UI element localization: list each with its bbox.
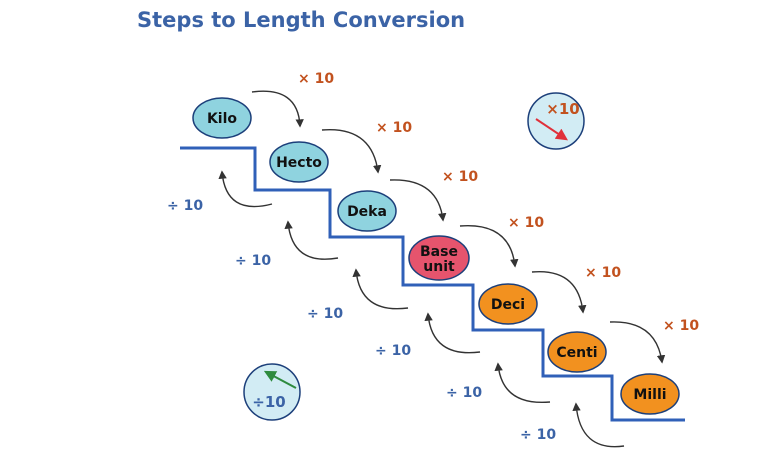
unit-base-label-line1: Base	[420, 244, 458, 260]
divide-label-1: ÷ 10	[167, 198, 203, 214]
divide-arrow-2	[284, 220, 339, 260]
divide-legend-text: ÷10	[252, 393, 285, 411]
multiply-legend-arrow-icon	[535, 118, 568, 141]
multiply-arrow-6	[609, 321, 666, 364]
multiply-arrow-1	[251, 90, 304, 128]
multiply-label-3: × 10	[442, 169, 478, 185]
unit-kilo-label: Kilo	[207, 111, 237, 127]
divide-label-4: ÷ 10	[375, 343, 411, 359]
unit-deka-label: Deka	[347, 204, 387, 220]
unit-base-label-line2: unit	[423, 259, 455, 275]
multiply-label-6: × 10	[663, 318, 699, 334]
unit-hecto-label: Hecto	[276, 155, 322, 171]
divide-legend-arrow-icon	[263, 370, 297, 389]
divide-legend-badge: ÷10	[243, 363, 301, 421]
divide-label-5: ÷ 10	[446, 385, 482, 401]
unit-deci-label: Deci	[491, 297, 525, 313]
unit-milli-ellipse	[620, 373, 680, 415]
multiply-arrow-5	[531, 270, 587, 314]
divide-arrow-6	[572, 402, 625, 448]
multiply-label-2: × 10	[376, 120, 412, 136]
multiply-label-5: × 10	[585, 265, 621, 281]
staircase-line	[180, 146, 685, 422]
unit-centi-ellipse	[547, 331, 607, 373]
unit-hecto-ellipse	[269, 141, 329, 183]
divide-label-2: ÷ 10	[235, 253, 271, 269]
divide-label-3: ÷ 10	[307, 306, 343, 322]
multiply-arrow-2	[321, 129, 382, 174]
multiply-label-1: × 10	[298, 71, 334, 87]
unit-base-ellipse	[408, 235, 470, 281]
divide-arrow-3	[352, 268, 409, 310]
multiply-legend-badge: ×10	[527, 92, 585, 150]
divide-label-6: ÷ 10	[520, 427, 556, 443]
page-title: Steps to Length Conversion	[137, 8, 465, 32]
unit-kilo-ellipse	[192, 97, 252, 139]
unit-deka-ellipse	[337, 190, 397, 232]
multiply-legend-text: ×10	[546, 100, 579, 118]
unit-milli-label: Milli	[633, 387, 666, 403]
multiply-arrow-4	[459, 224, 519, 268]
multiply-arrow-3	[389, 179, 447, 222]
divide-arrow-1	[218, 170, 273, 208]
divide-arrow-5	[494, 362, 551, 404]
unit-deci-ellipse	[478, 283, 538, 325]
unit-centi-label: Centi	[556, 345, 597, 361]
multiply-label-4: × 10	[508, 215, 544, 231]
divide-arrow-4	[424, 312, 481, 354]
